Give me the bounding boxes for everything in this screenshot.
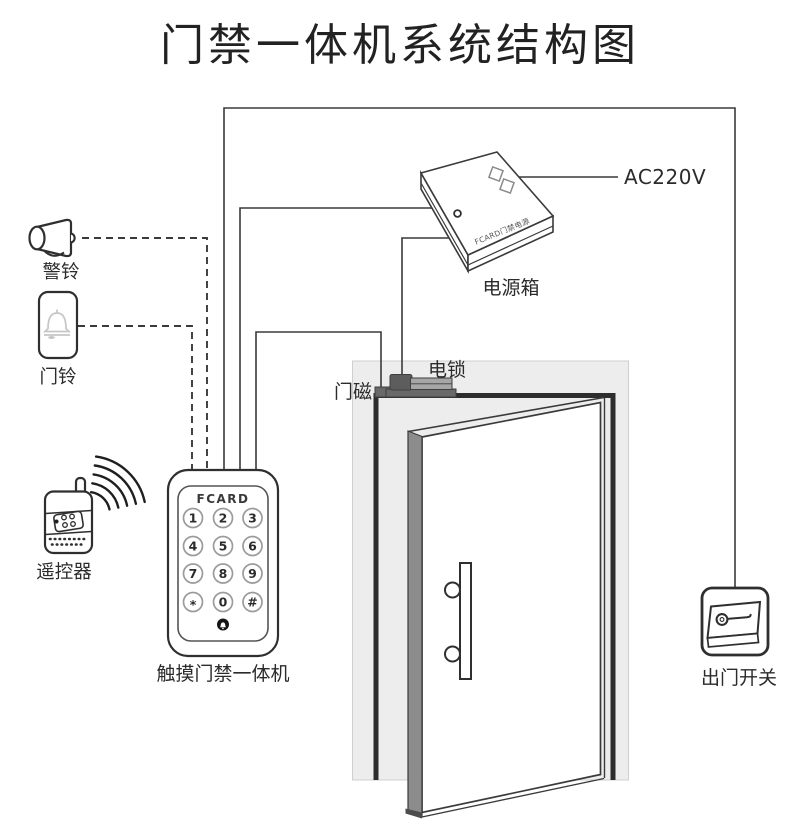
wireless-waves-icon (89, 455, 146, 511)
key-label: 4 (189, 539, 198, 554)
keypad-key (242, 563, 263, 584)
key-label: 6 (248, 539, 257, 554)
remote-led-dot (54, 519, 59, 524)
door-magnet-label: 门磁 (334, 381, 372, 403)
remote-button-panel (53, 510, 84, 533)
power-box-label: 电源箱 (482, 277, 539, 299)
power-box-vent-square-1 (487, 165, 505, 183)
remote-label: 遥控器 (36, 562, 92, 583)
switch-plate (706, 600, 762, 640)
page-title: 门禁一体机系统结构图 (160, 20, 640, 71)
keypad-key (212, 507, 234, 529)
wire-lock-power-box (401, 237, 450, 375)
remote-button (70, 521, 76, 527)
power-box-top-face (419, 151, 555, 257)
keypad-bell-icon (217, 618, 229, 631)
wire-keypad-door-magnet (255, 331, 382, 470)
door-bottom-cap (405, 808, 422, 819)
door-frame (373, 393, 616, 780)
keypad-key (212, 535, 234, 557)
alarm-bell-label: 警铃 (42, 262, 79, 283)
wire-keypad-exit-switch (223, 107, 736, 589)
key-label: 1 (189, 511, 198, 526)
key-label: 3 (248, 511, 257, 526)
key-label: 0 (219, 595, 228, 610)
door-bottom-edge (421, 777, 605, 818)
power-box-led (453, 209, 462, 218)
keypad-label: 触摸门禁一体机 (156, 663, 289, 685)
keypad-key (212, 563, 234, 584)
lock-junction-block (389, 374, 413, 391)
horn-icon (35, 218, 73, 258)
keypad-key (182, 591, 204, 613)
remote-button (62, 522, 68, 528)
switch-lever (726, 613, 752, 620)
key-label: 5 (219, 539, 228, 554)
door (405, 396, 605, 819)
handle-mount-bottom (444, 645, 461, 663)
electric-lock-label: 电锁 (428, 359, 466, 381)
rocker-switch-icon (706, 600, 762, 648)
keypad-key (182, 507, 204, 529)
door-top-edge (408, 396, 605, 433)
key-label: 2 (219, 511, 228, 526)
handle-mount-top (444, 581, 461, 599)
switch-toggle-center (719, 617, 725, 622)
door-side-edge (407, 430, 423, 818)
remote-seam-top (45, 509, 92, 515)
keypad-key (182, 563, 204, 584)
keypad-key (242, 507, 263, 529)
remote-control (43, 455, 146, 555)
remote-control-icon (43, 476, 94, 555)
wire-keypad-power-box (239, 207, 436, 470)
bell-clapper (48, 336, 55, 339)
door-bell-label: 门铃 (39, 367, 76, 388)
door-bell (37, 290, 79, 360)
keypad-key (242, 591, 263, 613)
keypad-key (182, 535, 204, 557)
door-face (421, 401, 602, 814)
remote-seam-bottom (45, 530, 92, 536)
doorbell-housing (37, 290, 79, 360)
power-box-lid-seam (420, 182, 554, 266)
key-label: 8 (219, 566, 228, 581)
power-box: FCARD门禁电源 (419, 151, 555, 275)
exit-switch (700, 586, 770, 657)
wire-alarm-bell-dashed (82, 237, 208, 470)
key-label: * (190, 597, 197, 612)
door-handle-icon (444, 562, 472, 680)
keypad-bell-clapper (222, 627, 224, 630)
keypad-key (242, 535, 263, 557)
key-label: # (247, 595, 257, 610)
key-label: 9 (248, 566, 257, 581)
remote-button (69, 513, 75, 520)
horn-mouth (28, 225, 46, 251)
keypad-key (212, 591, 234, 613)
handle-bar (459, 562, 472, 680)
horn-knob (70, 232, 76, 244)
wire-door-bell-dashed (78, 325, 193, 470)
lock-assembly (374, 374, 457, 398)
doorbell-bell-icon (42, 309, 72, 339)
exit-switch-label: 出门开关 (701, 667, 777, 689)
keypad-device: FCARD 1 2 3 4 5 6 7 8 9 * 0 # (166, 468, 280, 658)
remote-button (61, 514, 67, 521)
horn-bracket (43, 249, 65, 257)
keypad-bell-glyph (219, 622, 227, 628)
power-box-vent-square-2 (498, 177, 516, 195)
key-label: 7 (189, 566, 198, 581)
wires (78, 107, 736, 589)
alarm-bell (28, 218, 76, 258)
keypad-brand: FCARD (197, 492, 250, 506)
ac220v-label: AC220V (624, 165, 706, 189)
switch-plate-side (706, 632, 760, 648)
switch-toggle-ring (715, 613, 729, 626)
